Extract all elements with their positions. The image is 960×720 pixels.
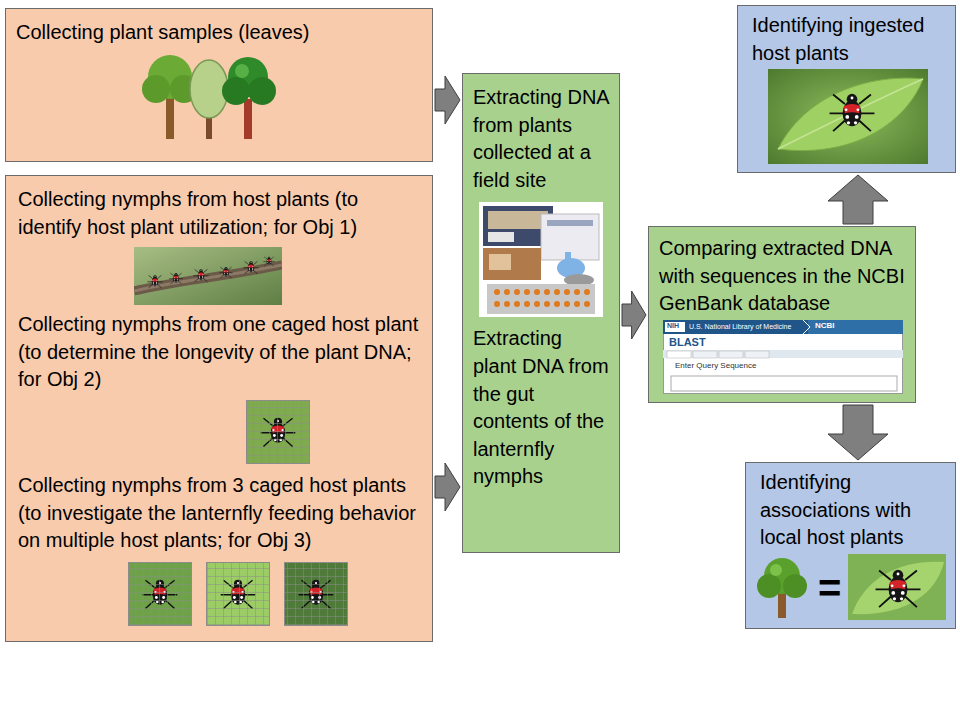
screenshot-text: U.S. National Library of Medicine (689, 323, 791, 331)
node-text: Collecting nymphs from 3 caged host plan… (18, 472, 420, 555)
node-text: Identifying ingested host plants (752, 12, 941, 67)
screenshot-text: NCBI (815, 322, 835, 331)
tree-equals-lanternfly-icon (756, 554, 946, 620)
result-box: Identifying associations with local host… (745, 462, 956, 629)
screenshot-text: BLAST (669, 336, 706, 348)
three-caged-plants-icon (128, 561, 348, 627)
result-box: Identifying ingested host plants (737, 5, 956, 173)
block-arrow (828, 405, 888, 460)
block-arrow (622, 291, 646, 339)
node-text: Extracting DNA from plants collected at … (473, 84, 609, 194)
caged-plant-icon (246, 400, 310, 464)
blast-screenshot (663, 320, 903, 394)
node-text: Identifying associations with local host… (760, 469, 941, 552)
node-text: Collecting nymphs from one caged host pl… (18, 311, 420, 394)
node-text: Comparing extracted DNA with sequences i… (659, 235, 905, 318)
trees-illustration (136, 49, 286, 139)
block-arrow (828, 175, 888, 224)
node-text: Collecting nymphs from host plants (to i… (18, 186, 420, 241)
node-text: Collecting plant samples (leaves) (16, 19, 422, 47)
equals-sign: = (818, 566, 841, 610)
process-box: Extracting DNA from plants collected at … (462, 73, 620, 553)
input-box: Collecting plant samples (leaves) (5, 8, 433, 162)
block-arrow (435, 76, 460, 124)
branch-photo (134, 247, 282, 305)
block-arrow (435, 463, 460, 511)
process-box: Comparing extracted DNA with sequences i… (648, 226, 916, 403)
node-text: Extracting plant DNA from the gut conten… (473, 325, 609, 491)
screenshot-text: Enter Query Sequence (675, 362, 756, 371)
lab-photo-collage (479, 202, 603, 317)
lanternfly-on-leaf-photo (768, 69, 928, 164)
screenshot-text: NIH (667, 322, 679, 330)
input-box: Collecting nymphs from host plants (to i… (5, 175, 433, 642)
